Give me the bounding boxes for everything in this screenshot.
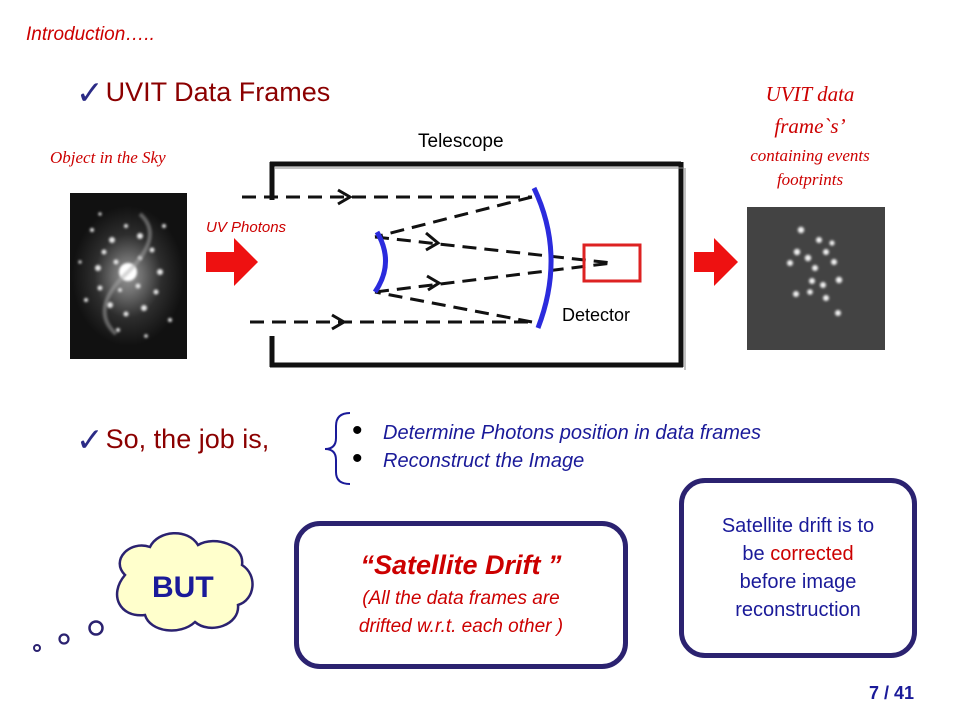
bullet-icon: • bbox=[352, 414, 363, 447]
uvit-label-line2: frame`s’ bbox=[774, 114, 846, 138]
job-bullet: • Determine Photons position in data fra… bbox=[352, 414, 761, 447]
galaxy-image bbox=[70, 193, 187, 359]
uvit-footprints-label: containing events footprints bbox=[700, 144, 920, 192]
primary-mirror bbox=[531, 186, 554, 329]
object-in-sky-label: Object in the Sky bbox=[50, 148, 166, 167]
satellite-drift-title: “Satellite Drift ” bbox=[360, 549, 562, 580]
correction-line2: be corrected bbox=[742, 540, 853, 568]
uv-arrow-left bbox=[206, 238, 258, 286]
intro-text: Introduction….. bbox=[26, 24, 155, 45]
correction-highlight: corrected bbox=[770, 543, 854, 565]
heading-job-text: So, the job is, bbox=[105, 424, 270, 454]
satellite-drift-box: “Satellite Drift ” (All the data frames … bbox=[294, 521, 628, 669]
telescope-label: Telescope bbox=[418, 131, 504, 152]
uv-photons-label: UV Photons bbox=[206, 219, 287, 236]
uvit-label-line1: UVIT data bbox=[765, 82, 855, 106]
heading-text: UVIT Data Frames bbox=[105, 77, 331, 107]
satellite-drift-line2: drifted w.r.t. each other ) bbox=[358, 615, 564, 637]
job-bullet-text: Determine Photons position in data frame… bbox=[383, 421, 761, 444]
job-bullet: • Reconstruct the Image bbox=[352, 442, 761, 475]
uv-arrow-right bbox=[694, 238, 738, 286]
secondary-mirror bbox=[372, 230, 388, 294]
heading-uvit-data-frames: ✓ UVIT Data Frames bbox=[76, 76, 330, 109]
uvit-data-frames-label: UVIT data frame`s’ bbox=[700, 78, 920, 142]
brace bbox=[324, 412, 351, 485]
heading-job: ✓ So, the job is, bbox=[76, 423, 269, 456]
uvit-label-line3: containing events bbox=[750, 146, 870, 165]
but-callout-text: BUT bbox=[152, 571, 214, 604]
thought-cloud bbox=[33, 531, 254, 652]
photon-arrowheads bbox=[331, 188, 442, 331]
satellite-drift-line1: (All the data frames are bbox=[362, 587, 560, 609]
job-bullet-list: • Determine Photons position in data fra… bbox=[352, 414, 761, 475]
correction-line4: reconstruction bbox=[735, 599, 861, 621]
checkmark-icon: ✓ bbox=[76, 74, 104, 111]
uvit-label-line4: footprints bbox=[776, 170, 844, 189]
drift-correction-box: Satellite drift is to be corrected befor… bbox=[679, 478, 917, 658]
detector-box bbox=[582, 243, 642, 283]
correction-line2-prefix: be bbox=[742, 543, 771, 565]
page-number: 7 / 41 bbox=[868, 683, 914, 703]
detector-label: Detector bbox=[562, 305, 631, 325]
uvit-data-frame-image bbox=[747, 207, 885, 350]
checkmark-icon: ✓ bbox=[76, 421, 104, 458]
correction-line3: before image bbox=[739, 571, 857, 593]
bullet-icon: • bbox=[352, 442, 363, 475]
telescope-box bbox=[269, 161, 686, 370]
correction-line1: Satellite drift is to bbox=[721, 515, 875, 537]
job-bullet-text: Reconstruct the Image bbox=[383, 449, 585, 472]
photon-paths bbox=[242, 195, 613, 324]
